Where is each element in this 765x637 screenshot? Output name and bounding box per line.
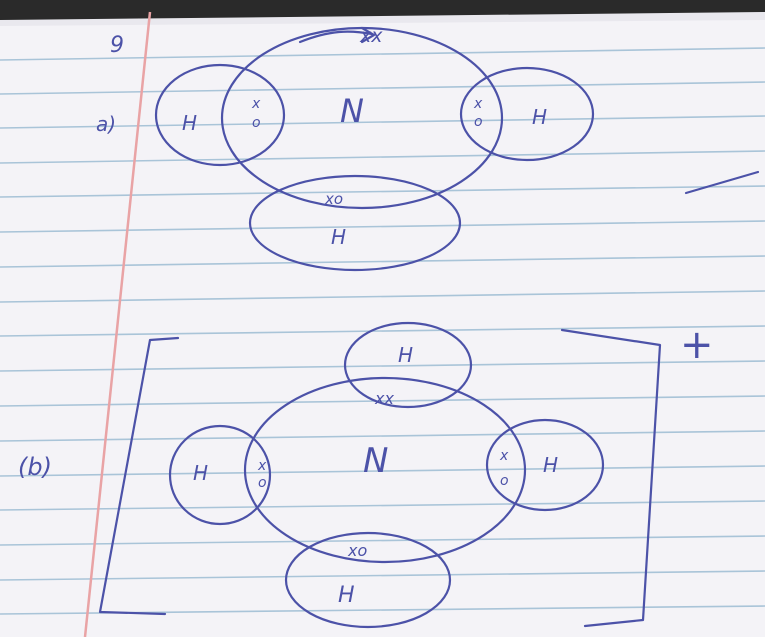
bond-pair-b-right-x: x xyxy=(499,448,509,464)
hydrogen-a-left: H xyxy=(182,111,197,135)
tick-mark xyxy=(684,170,760,195)
bond-pair-a-right-o: o xyxy=(474,114,483,130)
bond-pair-a-bottom: xo xyxy=(324,190,343,208)
part-a-label: a) xyxy=(96,112,116,136)
margin-line xyxy=(83,11,152,637)
hydrogen-orbital-b-top xyxy=(343,321,473,409)
hydrogen-orbital-b-left xyxy=(168,424,272,526)
bond-pair-a-left-x: x xyxy=(251,96,261,112)
lone-pair-arrow xyxy=(298,26,376,44)
part-a-diagram xyxy=(154,26,595,272)
charge-plus: + xyxy=(680,322,714,368)
right-bracket xyxy=(560,328,662,628)
bond-pair-b-right-o: o xyxy=(500,473,509,489)
bond-pair-a-left-o: o xyxy=(252,115,261,131)
hydrogen-b-right: H xyxy=(543,453,558,477)
bond-pair-b-bottom: xo xyxy=(347,541,367,560)
hydrogen-b-bottom: H xyxy=(338,583,355,608)
hydrogen-a-bottom: H xyxy=(331,225,346,249)
lone-pair-a: xx xyxy=(359,25,383,47)
part-b-diagram xyxy=(98,321,662,629)
part-b-label: (b) xyxy=(18,453,52,481)
bond-pair-b-left-o: o xyxy=(258,475,267,491)
hydrogen-a-right: H xyxy=(532,105,547,129)
paper-edge xyxy=(0,12,765,26)
nitrogen-b: N xyxy=(363,441,388,481)
bond-pair-a-right-x: x xyxy=(473,96,483,112)
hydrogen-orbital-b-right xyxy=(485,418,605,512)
question-number: 9 xyxy=(110,33,124,58)
nitrogen-a: N xyxy=(340,92,364,130)
left-bracket xyxy=(98,336,180,616)
hydrogen-b-top: H xyxy=(398,343,413,367)
bond-pair-b-left-x: x xyxy=(257,458,267,474)
hydrogen-orbital-a-bottom xyxy=(248,174,462,272)
hydrogen-orbital-b-bottom xyxy=(284,531,452,629)
hydrogen-orbital-a-right xyxy=(459,66,595,162)
bond-pair-b-top: xx xyxy=(374,389,394,408)
ruled-lines xyxy=(0,47,765,615)
central-n-orbital-b xyxy=(243,376,527,564)
hydrogen-orbital-a-left xyxy=(154,63,286,167)
hydrogen-b-left: H xyxy=(193,461,208,485)
